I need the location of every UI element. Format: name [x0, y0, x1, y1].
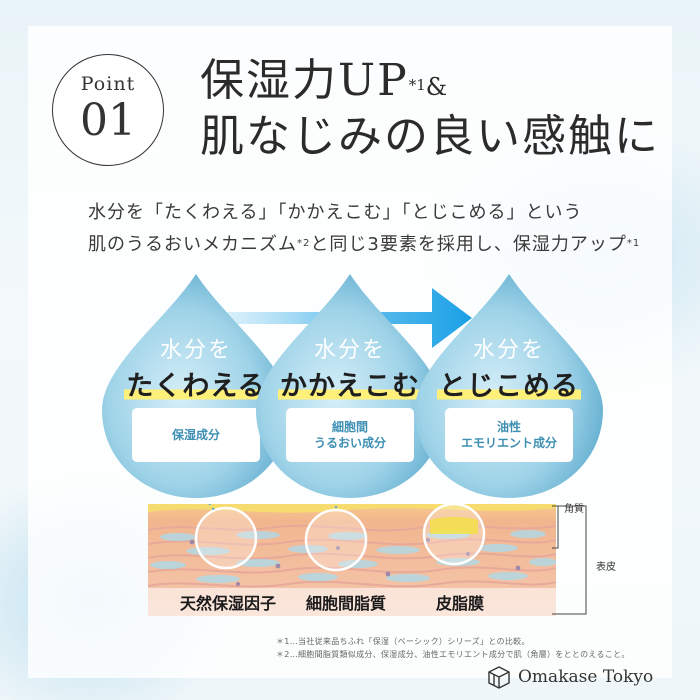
drop-title: たくわえる [98, 364, 294, 403]
headline-main: 保湿力UP [200, 55, 409, 106]
water-drop-seal: 水分を とじこめる 油性 エモリエント成分 [411, 270, 607, 502]
point-number: 01 [80, 95, 136, 146]
description-line-1: 水分を「たくわえる」「かかえこむ」「とじこめる」という [88, 202, 583, 223]
point-badge: Point 01 [52, 54, 164, 166]
headline-ampersand: & [425, 73, 450, 101]
skin-layer-illustration [148, 504, 556, 616]
description-note-1: *1 [626, 238, 641, 249]
drop-title-text: かかえこむ [278, 371, 422, 402]
brand-name: Omakase Tokyo [518, 667, 654, 687]
point-label: Point [80, 73, 136, 95]
headline-note-mark: *1 [408, 76, 426, 94]
ingredient-box: 細胞間 うるおい成分 [286, 408, 414, 462]
water-drop-store: 水分を たくわえる 保湿成分 [98, 270, 294, 502]
headline-line-2: 肌なじみの良い感触に [200, 111, 660, 162]
drop-title: かかえこむ [252, 364, 448, 403]
description-note-2: *2 [297, 238, 311, 249]
drop-caption: 水分を [472, 338, 545, 363]
skin-label-intercellular-lipid: 細胞間脂質 [306, 594, 387, 613]
ingredient-box: 保湿成分 [132, 408, 260, 462]
box-logo-icon [488, 666, 510, 689]
drop-caption: 水分を [159, 338, 232, 363]
water-drop-hold: 水分を かかえこむ 細胞間 うるおい成分 [252, 270, 448, 502]
drop-title: とじこめる [411, 364, 607, 403]
skin-label-nmf: 天然保湿因子 [180, 594, 277, 613]
brand-mark: Omakase Tokyo [486, 664, 653, 690]
drop-title-text: たくわえる [124, 371, 268, 402]
footnote-2: ＊2…細胞間脂質類似成分、保湿成分、油性エモリエント成分で肌（角層）をととのえる… [276, 650, 630, 659]
label-epidermis: 表皮 [596, 562, 616, 573]
ingredient-box: 油性 エモリエント成分 [445, 408, 573, 462]
drop-title-text: とじこめる [437, 371, 581, 402]
footnote-1: ＊1…当社従来品ちふれ「保湿（ベーシック）シリーズ」との比較。 [276, 637, 530, 646]
headline-line-1: 保湿力UP*1& [200, 54, 449, 114]
drop-caption: 水分を [313, 338, 386, 363]
description-mechanism: 肌のうるおいメカニズム [88, 234, 297, 255]
description-line-2: 肌のうるおいメカニズム*2と同じ3要素を採用し、保湿力アップ*1 [88, 232, 640, 258]
description-middle: と同じ3要素を採用し、保湿力アップ [310, 234, 627, 255]
label-stratum-corneum: 角質 [564, 504, 584, 515]
skin-label-sebum: 皮脂膜 [436, 594, 485, 613]
